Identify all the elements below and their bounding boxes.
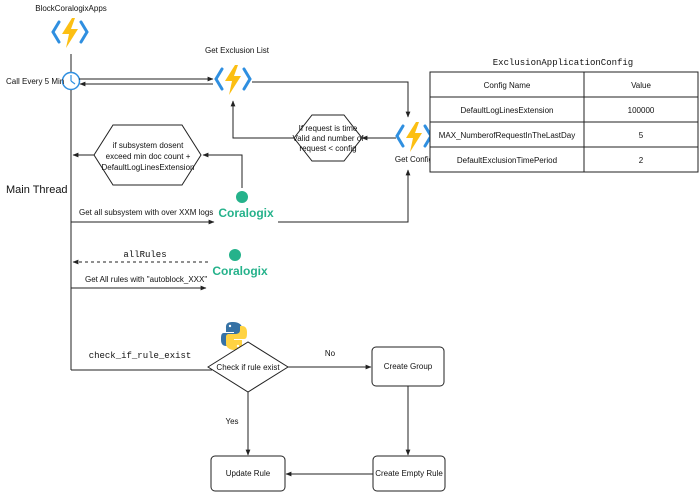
subsystem-check-line-3: DefaultLogLinesExtension (102, 163, 195, 172)
update-rule-box (210, 455, 286, 492)
time-check-to-exclusion-arrow (230, 100, 294, 139)
config-header-value: Value (631, 81, 651, 90)
coralogix-to-subsystem-check-arrow (202, 152, 243, 188)
subsystem-check-line-2: exceed min doc count + (106, 152, 191, 161)
check-rule-function-label: check_if_rule_exist (89, 351, 192, 361)
azure-function-icon (51, 18, 89, 48)
config-row-1-name: DefaultLogLinesExtension (461, 106, 554, 115)
config-row-1-value: 100000 (628, 106, 655, 115)
create-group-label: Create Group (384, 362, 433, 371)
app-name-label: BlockCoralogixApps (35, 4, 107, 13)
config-table-title: ExclusionApplicationConfig (493, 58, 633, 68)
subsystem-check-decision (93, 124, 202, 186)
no-label: No (325, 349, 336, 358)
coralogix-to-config-arrow (278, 169, 411, 223)
create-empty-rule-label: Create Empty Rule (375, 469, 443, 478)
exclusion-to-config-arrow (252, 81, 411, 118)
exclusion-list-label: Get Exclusion List (205, 46, 270, 55)
python-icon (221, 322, 247, 350)
config-row-3-name: DefaultExclusionTimePeriod (457, 156, 557, 165)
get-config-function-icon (395, 122, 433, 152)
check-rule-label: Check if rule exist (216, 363, 280, 372)
coralogix-logo: Coralogix (212, 249, 268, 278)
config-row-2-value: 5 (639, 131, 644, 140)
all-rules-label: allRules (123, 250, 166, 260)
config-table: Config Name Value DefaultLogLinesExtensi… (429, 71, 699, 173)
svg-text:Coralogix: Coralogix (212, 264, 268, 278)
subsystem-check-line-1: if subsystem dosent (113, 141, 184, 150)
get-config-label: Get Config (395, 155, 433, 164)
config-row-3-value: 2 (639, 156, 644, 165)
config-header-name: Config Name (484, 81, 531, 90)
time-check-line-1: If request is time (299, 124, 358, 133)
exclusion-list-function-icon (214, 65, 252, 95)
timer-label: Call Every 5 Min (6, 77, 64, 86)
svg-text:Coralogix: Coralogix (218, 206, 274, 220)
yes-label: Yes (225, 417, 238, 426)
get-subsystems-label: Get all subsystem with over XXM logs (79, 208, 213, 217)
time-check-line-2: Valid and number of (292, 134, 364, 143)
main-thread-label: Main Thread (6, 184, 68, 196)
config-row-2-name: MAX_NumberofRequestInTheLastDay (439, 131, 576, 140)
time-check-line-3: request < config (299, 144, 356, 153)
coralogix-logo: Coralogix (218, 191, 274, 220)
update-rule-label: Update Rule (226, 469, 271, 478)
time-check-decision (293, 114, 363, 162)
get-all-rules-label: Get All rules with "autoblock_XXX" (85, 275, 207, 284)
